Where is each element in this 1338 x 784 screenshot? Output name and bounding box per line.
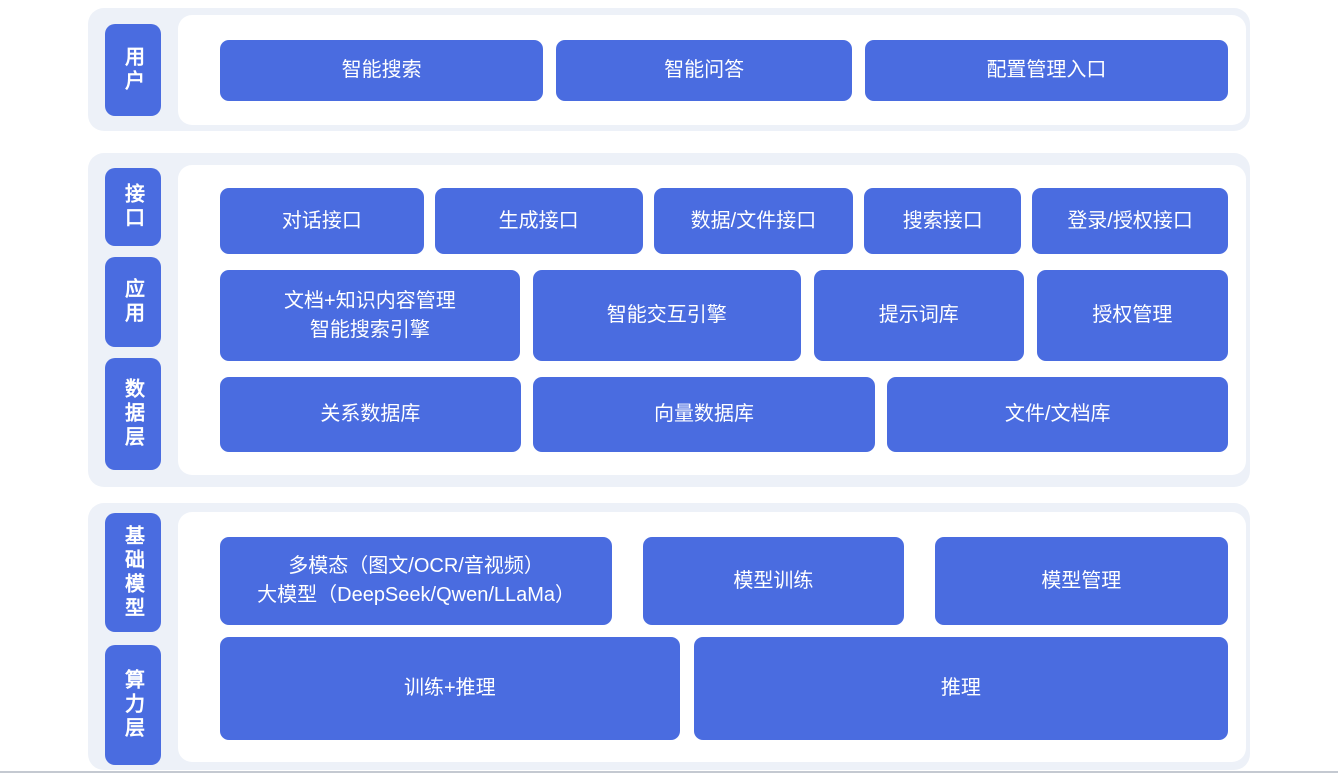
layer-label-application: 应用 (105, 257, 161, 347)
layer-label-interface: 接口 (105, 168, 161, 246)
section-panel: 智能搜索 智能问答 配置管理入口 (178, 15, 1246, 125)
diagram-node: 多模态（图文/OCR/音视频） 大模型（DeepSeek/Qwen/LLaMa） (220, 537, 613, 625)
layer-label-data: 数据层 (105, 358, 161, 470)
diagram-row: 文档+知识内容管理 智能搜索引擎 智能交互引擎 提示词库 授权管理 (220, 270, 1228, 361)
layer-label-column: 用户 (105, 8, 161, 131)
diagram-node: 推理 (693, 637, 1228, 740)
diagram-node: 提示词库 (813, 270, 1024, 361)
diagram-node: 生成接口 (434, 188, 643, 254)
diagram-row: 智能搜索 智能问答 配置管理入口 (220, 39, 1229, 101)
diagram-row: 关系数据库 向量数据库 文件/文档库 (220, 377, 1228, 452)
diagram-node: 训练+推理 (220, 637, 680, 740)
diagram-node: 模型训练 (643, 537, 904, 625)
diagram-node: 智能搜索 (220, 39, 544, 101)
diagram-node: 配置管理入口 (864, 39, 1229, 101)
section-user-layer: 用户 智能搜索 智能问答 配置管理入口 (88, 8, 1250, 131)
diagram-node: 授权管理 (1036, 270, 1228, 361)
diagram-row: 对话接口 生成接口 数据/文件接口 搜索接口 登录/授权接口 (220, 188, 1228, 254)
diagram-row: 训练+推理 推理 (220, 637, 1228, 740)
section-panel: 多模态（图文/OCR/音视频） 大模型（DeepSeek/Qwen/LLaMa）… (178, 512, 1246, 762)
diagram-node: 智能交互引擎 (532, 270, 801, 361)
diagram-node: 智能问答 (556, 39, 852, 101)
layer-label-column: 基础模型 算力层 (105, 503, 161, 770)
section-panel: 对话接口 生成接口 数据/文件接口 搜索接口 登录/授权接口 文档+知识内容管理… (178, 165, 1246, 475)
bottom-divider (0, 771, 1338, 773)
diagram-node: 文档+知识内容管理 智能搜索引擎 (220, 270, 520, 361)
diagram-row: 多模态（图文/OCR/音视频） 大模型（DeepSeek/Qwen/LLaMa）… (220, 537, 1228, 625)
diagram-node: 登录/授权接口 (1032, 188, 1228, 254)
diagram-node: 文件/文档库 (887, 377, 1228, 452)
diagram-node: 关系数据库 (220, 377, 521, 452)
section-middle-layers: 接口 应用 数据层 对话接口 生成接口 数据/文件接口 搜索接口 登录/授权接口… (88, 153, 1250, 487)
layer-label-column: 接口 应用 数据层 (105, 153, 161, 487)
layer-label-compute: 算力层 (105, 645, 161, 765)
diagram-node: 对话接口 (220, 188, 424, 254)
layer-label-user: 用户 (105, 23, 161, 116)
diagram-node: 数据/文件接口 (653, 188, 854, 254)
diagram-node: 搜索接口 (864, 188, 1022, 254)
layer-label-base-model: 基础模型 (105, 513, 161, 632)
diagram-node: 向量数据库 (532, 377, 876, 452)
diagram-node: 模型管理 (934, 537, 1228, 625)
section-bottom-layers: 基础模型 算力层 多模态（图文/OCR/音视频） 大模型（DeepSeek/Qw… (88, 503, 1250, 770)
